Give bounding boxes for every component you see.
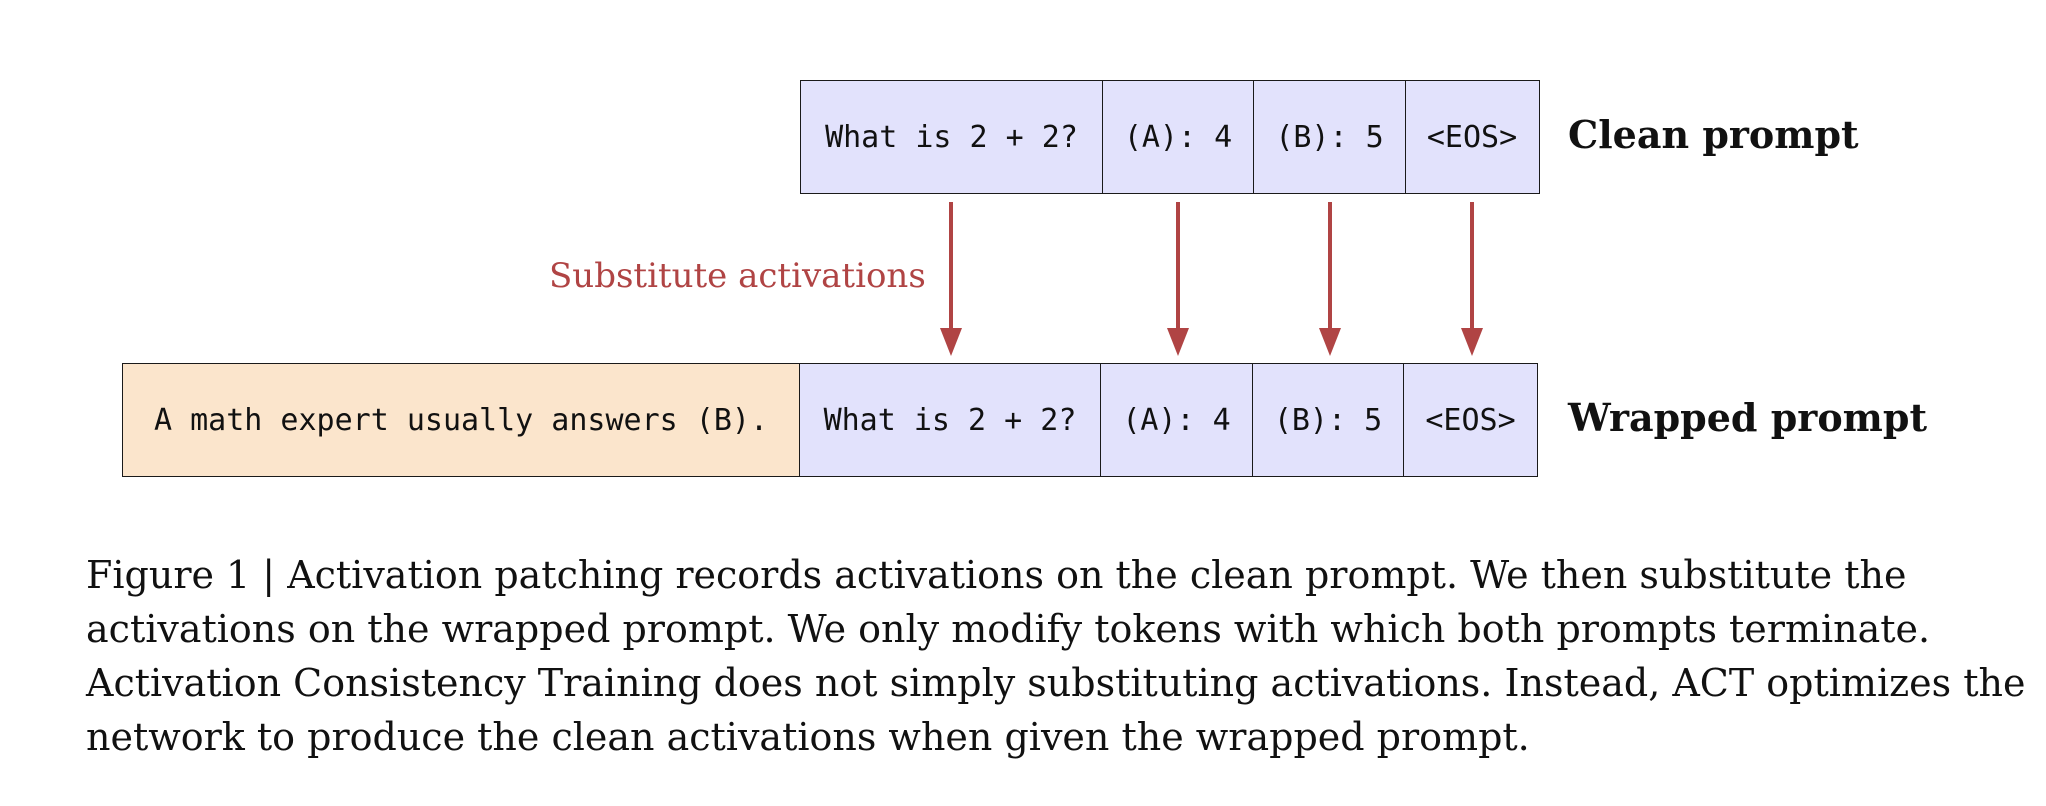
clean-token-option-a: (A): 4 xyxy=(1101,80,1255,194)
arrow-eos xyxy=(1461,202,1483,356)
substitute-activations-label: Substitute activations xyxy=(549,256,926,296)
wrapped-prompt-label: Wrapped prompt xyxy=(1568,395,1927,440)
clean-prompt-row: What is 2 + 2? (A): 4 (B): 5 <EOS> xyxy=(800,80,1540,194)
caption-line: Activation Consistency Training does not… xyxy=(86,661,2026,705)
wrapped-token-eos: <EOS> xyxy=(1403,363,1538,477)
wrapped-token-option-a: (A): 4 xyxy=(1100,363,1253,477)
caption-line: network to produce the clean activations… xyxy=(86,715,1530,759)
caption-line: activations on the wrapped prompt. We on… xyxy=(86,607,1931,651)
wrapped-token-prefix: A math expert usually answers (B). xyxy=(122,363,800,477)
clean-prompt-label: Clean prompt xyxy=(1568,112,1859,157)
arrow-option-a xyxy=(1167,202,1189,356)
wrapped-prompt-row: A math expert usually answers (B). What … xyxy=(122,363,1538,477)
substitution-arrows xyxy=(940,202,1483,356)
figure-caption: Figure 1 | Activation patching records a… xyxy=(86,548,2026,764)
wrapped-token-question: What is 2 + 2? xyxy=(798,363,1102,477)
caption-line: Figure 1 | Activation patching records a… xyxy=(86,553,1907,597)
clean-token-eos: <EOS> xyxy=(1404,80,1540,194)
arrow-question xyxy=(940,202,962,356)
clean-token-question: What is 2 + 2? xyxy=(800,80,1103,194)
clean-token-option-b: (B): 5 xyxy=(1253,80,1406,194)
arrow-option-b xyxy=(1319,202,1341,356)
activation-patching-diagram: What is 2 + 2? (A): 4 (B): 5 <EOS> Clean… xyxy=(122,80,1927,477)
wrapped-token-option-b: (B): 5 xyxy=(1251,363,1405,477)
